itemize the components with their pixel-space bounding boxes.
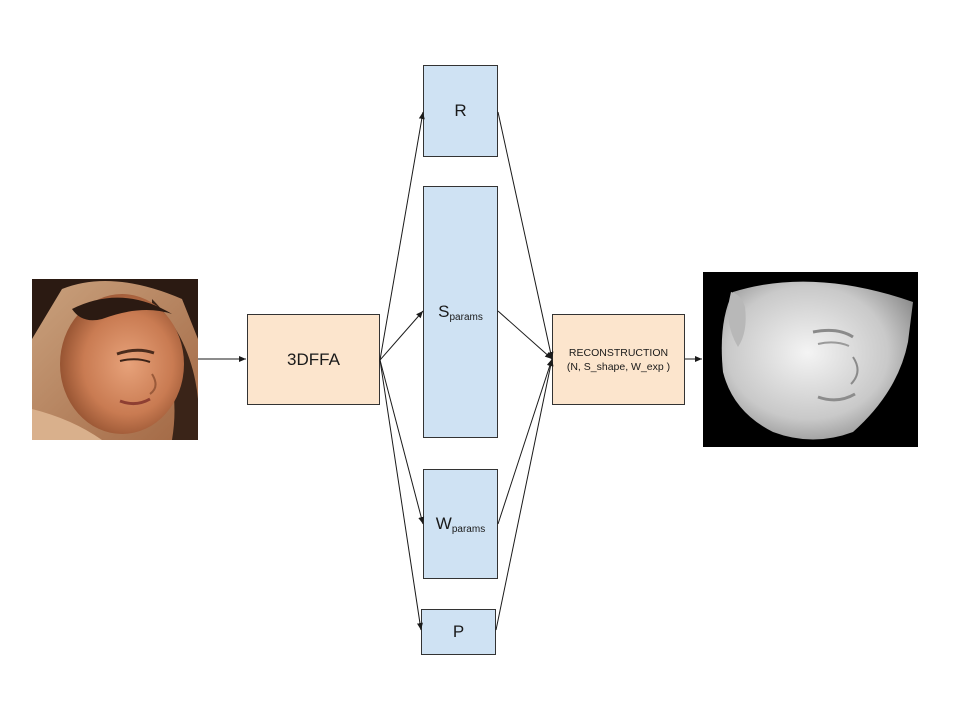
input-face-photo	[32, 279, 198, 440]
arrow-p-to-recon	[495, 358, 554, 631]
arrow-w-to-recon	[497, 358, 553, 525]
reconstruction-box: RECONSTRUCTION (N, S_shape, W_exp )	[552, 314, 685, 405]
reconstruction-title: RECONSTRUCTION	[568, 346, 669, 359]
p-box: P	[421, 609, 496, 655]
arrow-3dffa-to-s	[379, 310, 424, 361]
arrow-s-to-recon	[497, 310, 553, 360]
r-label: R	[454, 101, 467, 120]
input-face-image	[32, 279, 198, 440]
r-box: R	[423, 65, 498, 157]
w-params-label: Wparams	[435, 513, 486, 535]
output-mesh-image	[703, 272, 918, 447]
3dffa-box: 3DFFA	[247, 314, 380, 405]
reconstruction-args: (N, S_shape, W_exp )	[566, 360, 671, 373]
3dffa-label: 3DFFA	[287, 349, 340, 369]
reconstructed-3d-face-mesh	[703, 272, 918, 447]
w-params-box: Wparams	[423, 469, 498, 579]
arrow-3dffa-to-r	[379, 111, 425, 361]
arrow-r-to-recon	[497, 111, 554, 360]
arrow-3dffa-to-p	[379, 359, 423, 631]
arrow-3dffa-to-w	[379, 359, 425, 525]
s-params-box: Sparams	[423, 186, 498, 438]
p-label: P	[452, 622, 465, 641]
s-params-label: Sparams	[438, 301, 483, 323]
